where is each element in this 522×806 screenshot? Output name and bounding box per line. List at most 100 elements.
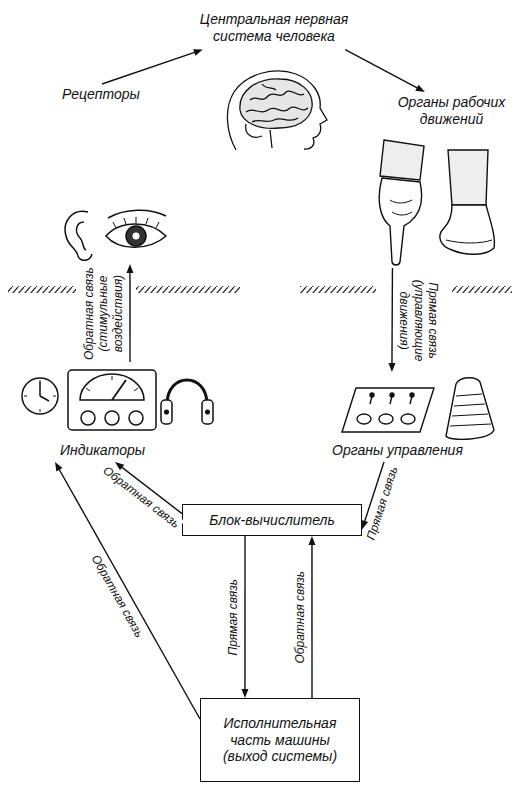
head-brain-illustration bbox=[227, 71, 327, 150]
clock-indicator bbox=[22, 378, 58, 414]
indicator-group: Индикаторы bbox=[15, 362, 215, 462]
edge-label: Прямая связь bbox=[227, 577, 241, 658]
hatched-boundary bbox=[452, 286, 512, 293]
arrowhead bbox=[55, 462, 62, 472]
control-panel bbox=[357, 414, 371, 424]
clock-indicator bbox=[40, 382, 49, 401]
hand-illustration bbox=[380, 140, 424, 180]
gauge-indicator bbox=[105, 411, 119, 425]
gauge-indicator bbox=[81, 411, 95, 425]
hand-illustration bbox=[379, 140, 424, 265]
control-panel bbox=[342, 388, 434, 432]
foot-illustration bbox=[440, 205, 495, 254]
connector-line bbox=[129, 271, 130, 362]
connector-line bbox=[59, 468, 200, 719]
node-text: Центральная нервная система человека bbox=[192, 11, 357, 45]
gauge-indicator bbox=[112, 380, 126, 400]
control-group: Органы управления bbox=[330, 372, 510, 462]
hand-illustration bbox=[379, 178, 421, 265]
eye-illustration bbox=[106, 210, 166, 247]
eye-illustration bbox=[113, 217, 159, 228]
head-brain-illustration bbox=[227, 71, 327, 150]
connector-line bbox=[311, 543, 312, 698]
eye-illustration bbox=[106, 224, 166, 247]
ear-illustration bbox=[65, 211, 92, 260]
edge-label: Обратная связь bbox=[99, 462, 184, 532]
control-panel bbox=[379, 414, 393, 424]
receptor-group: Рецепторы bbox=[50, 84, 180, 264]
headphones-indicator bbox=[161, 380, 213, 424]
gauge-indicator bbox=[68, 370, 156, 430]
edge-label: Обратная связь bbox=[88, 550, 148, 641]
arrowhead bbox=[126, 264, 133, 273]
connector bbox=[126, 264, 133, 362]
process-box: Исполнительная часть машины (выход систе… bbox=[200, 698, 360, 782]
eye-illustration bbox=[133, 233, 140, 240]
control-panel bbox=[410, 393, 414, 397]
gauge-indicator bbox=[68, 370, 156, 430]
head-brain-illustration bbox=[262, 84, 276, 90]
process-box: Блок-вычислитель bbox=[182, 504, 362, 536]
arrowhead bbox=[388, 363, 395, 372]
foot-illustration bbox=[448, 150, 488, 205]
connector bbox=[345, 50, 425, 92]
edge-label: Обратная связь bbox=[294, 569, 308, 666]
node-text: Органы рабочих движений bbox=[392, 94, 512, 128]
eye-illustration bbox=[108, 210, 166, 218]
connector bbox=[388, 268, 395, 372]
connector-line bbox=[391, 268, 393, 365]
effector-group: Органы рабочих движений bbox=[385, 92, 518, 268]
head-brain-illustration bbox=[270, 130, 272, 148]
hatched-boundary bbox=[300, 286, 376, 293]
node-text: Индикаторы bbox=[60, 442, 145, 459]
control-panel bbox=[390, 393, 394, 397]
head-brain-illustration bbox=[250, 91, 304, 100]
eye-illustration bbox=[126, 226, 146, 246]
node-text: Блок-вычислитель bbox=[209, 512, 335, 529]
connector-line bbox=[102, 52, 196, 84]
clock-indicator bbox=[24, 380, 56, 412]
edge-label: Прямая связь bbox=[363, 462, 402, 543]
arrowhead bbox=[241, 689, 248, 698]
head-brain-illustration bbox=[246, 124, 262, 137]
gauge-indicator bbox=[129, 411, 143, 425]
head-brain-illustration bbox=[252, 118, 298, 122]
connector bbox=[308, 536, 315, 698]
node-text: Рецепторы bbox=[62, 86, 140, 103]
head-brain-illustration bbox=[246, 107, 308, 112]
pedal bbox=[446, 378, 494, 440]
gauge-indicator bbox=[80, 374, 144, 400]
arrowhead bbox=[193, 49, 203, 56]
arrowhead bbox=[415, 85, 425, 92]
node-text: Исполнительная часть машины (выход систе… bbox=[218, 715, 343, 765]
connector-line bbox=[244, 536, 245, 691]
hatched-boundary bbox=[136, 286, 240, 293]
connector bbox=[241, 536, 248, 698]
foot-illustration bbox=[446, 240, 492, 243]
connector bbox=[55, 462, 200, 719]
control-panel bbox=[342, 388, 434, 432]
connector-line bbox=[345, 50, 418, 89]
clock-indicator bbox=[22, 378, 58, 414]
edge-label: Прямая связь (управляющие движения) bbox=[396, 270, 439, 370]
headphones-indicator bbox=[161, 400, 172, 424]
foot-illustration bbox=[440, 150, 495, 254]
head-brain-illustration bbox=[240, 79, 312, 128]
gauge-indicator bbox=[86, 376, 138, 391]
node-text: Органы управления bbox=[332, 442, 463, 459]
ear-illustration bbox=[77, 222, 86, 250]
hand-illustration bbox=[390, 200, 412, 215]
ear-illustration bbox=[65, 211, 92, 260]
pedal bbox=[446, 378, 494, 440]
headphones-indicator bbox=[167, 380, 207, 404]
headphones-indicator bbox=[165, 410, 169, 414]
arrowhead bbox=[308, 536, 315, 545]
headphones-indicator bbox=[202, 400, 213, 424]
edge-label: Обратная связь (стимульные воздействия) bbox=[83, 263, 126, 363]
connector bbox=[102, 49, 203, 84]
pedal bbox=[450, 394, 491, 426]
hatched-boundary bbox=[8, 286, 76, 293]
headphones-indicator bbox=[206, 410, 210, 414]
system-label: Центральная нервная система человека bbox=[185, 6, 363, 50]
